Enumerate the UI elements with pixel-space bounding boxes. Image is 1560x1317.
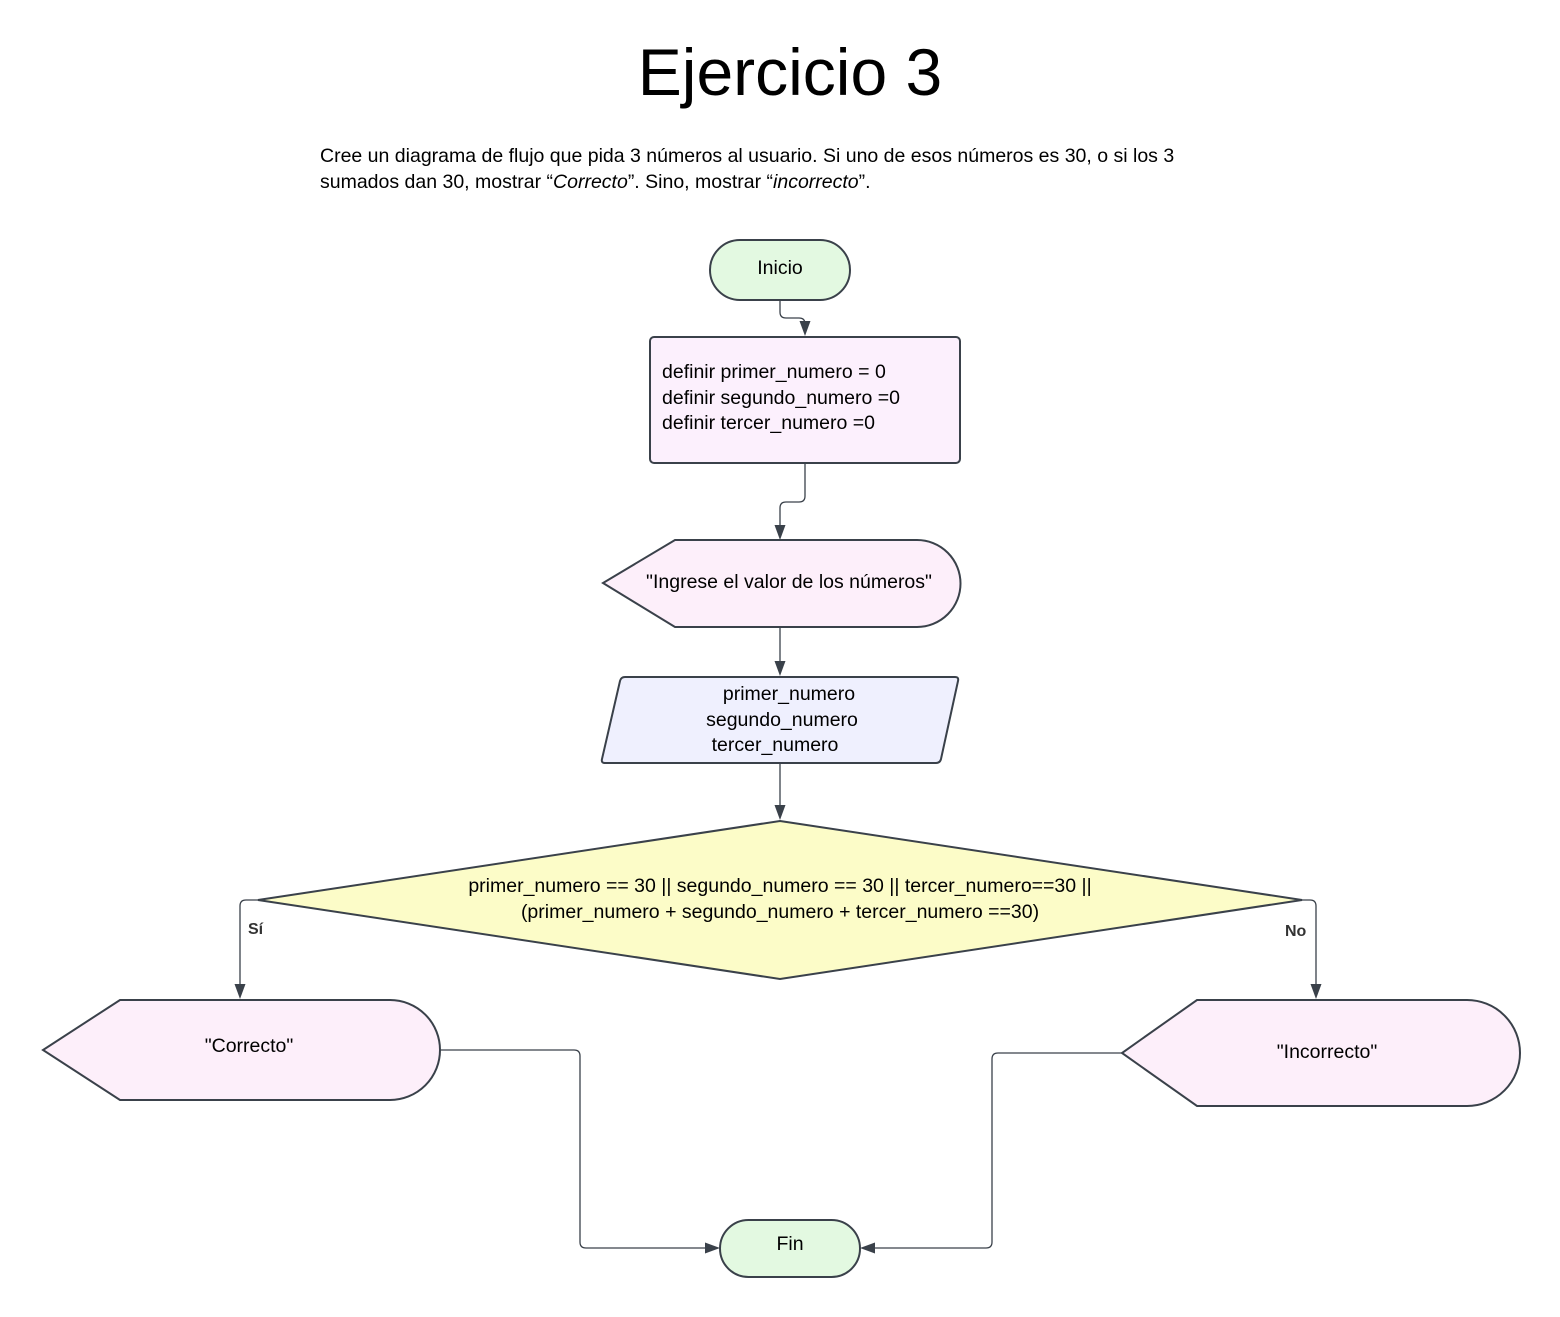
arrowhead	[774, 525, 786, 540]
arrowhead	[860, 1242, 875, 1254]
mensaje-label: "Ingrese el valor de los números"	[646, 571, 932, 593]
inicio-terminal	[709, 239, 851, 301]
description-incorrecto-italic: incorrecto	[773, 171, 859, 193]
branch-no-label: No	[1285, 923, 1307, 940]
mensaje-display-shape	[601, 539, 962, 628]
fin-label: Fin	[776, 1233, 804, 1255]
arrowhead	[1310, 984, 1322, 999]
connector-definir-mensaje	[779, 463, 806, 531]
fin-terminal	[719, 1219, 861, 1278]
definir-line-1: definir primer_numero = 0	[662, 361, 886, 383]
definir-line-2: definir segundo_numero =0	[662, 387, 900, 409]
connector-incorrecto-fin	[869, 1052, 1122, 1249]
entrada-line-2: segundo_numero	[706, 709, 858, 731]
entrada-line-1: primer_numero	[722, 683, 856, 705]
exercise-description: Cree un diagrama de flujo que pida 3 núm…	[320, 143, 1280, 195]
connector-condicion-correcto	[239, 899, 258, 990]
inicio-label: Inicio	[757, 257, 803, 279]
incorrecto-display-shape	[1120, 999, 1521, 1107]
description-line-1: Cree un diagrama de flujo que pida 3 núm…	[320, 145, 1175, 167]
definir-line-3: definir tercer_numero =0	[662, 412, 875, 434]
condicion-line-2: (primer_numero + segundo_numero + tercer…	[520, 901, 1040, 923]
page-title: Ejercicio 3	[637, 35, 943, 109]
connector-condicion-incorrecto	[1302, 899, 1317, 990]
arrowhead	[774, 661, 786, 676]
arrowhead	[799, 321, 811, 336]
correcto-label: "Correcto"	[204, 1035, 294, 1057]
branch-yes-label: Sí	[248, 921, 264, 938]
description-line-2a: sumados dan 30, mostrar “	[320, 171, 554, 193]
description-line-2e: ”.	[858, 171, 871, 193]
connector-correcto-fin	[440, 1049, 711, 1249]
definir-process-box	[649, 336, 961, 464]
entrada-line-3: tercer_numero	[711, 734, 839, 756]
description-line-2c: ”. Sino, mostrar “	[627, 171, 774, 193]
condicion-line-1: primer_numero == 30 || segundo_numero ==…	[468, 875, 1092, 897]
arrowhead	[705, 1242, 720, 1254]
incorrecto-label: "Incorrecto"	[1276, 1041, 1378, 1063]
entrada-io-parallelogram	[600, 676, 960, 764]
correcto-display-shape	[41, 999, 441, 1101]
arrowhead	[774, 805, 786, 820]
description-correcto-italic: Correcto	[553, 171, 628, 193]
condicion-decision-diamond	[257, 819, 1303, 981]
arrowhead	[234, 984, 246, 999]
